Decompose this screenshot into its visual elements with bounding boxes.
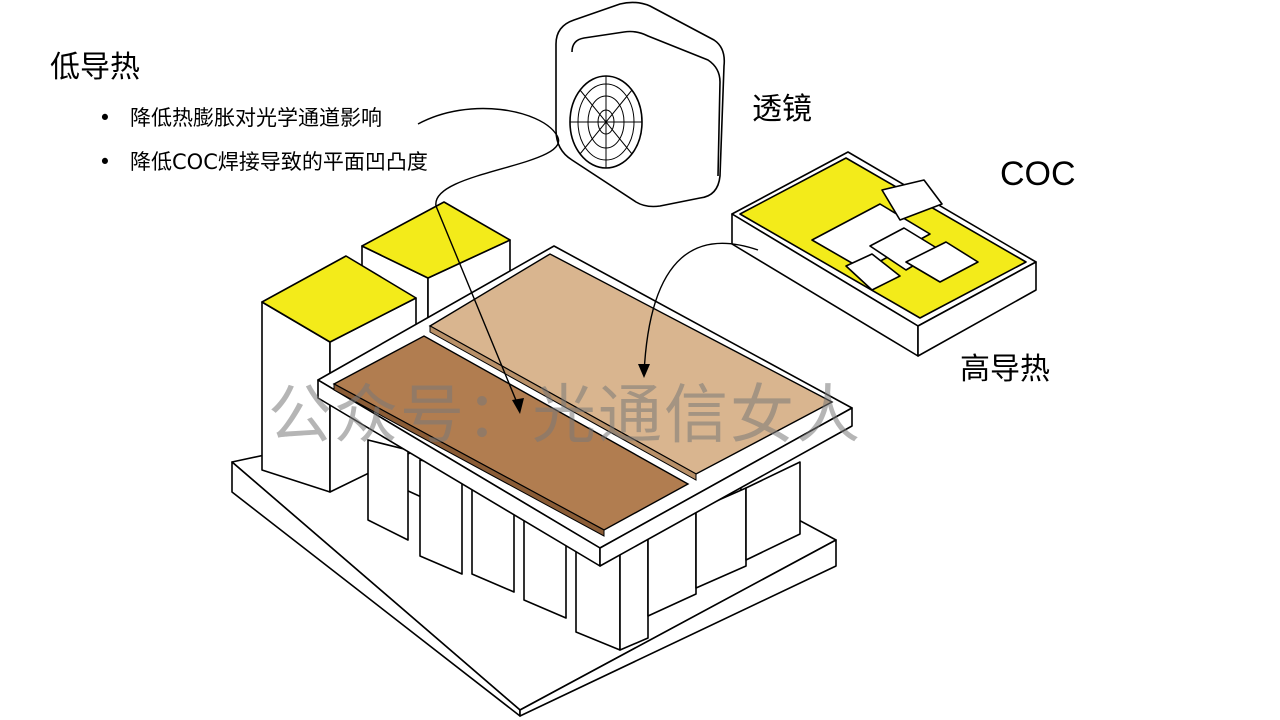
bullet-list: • 降低热膨胀对光学通道影响 • 降低COC焊接导致的平面凹凸度 (98, 104, 428, 192)
arrowhead-1 (512, 398, 524, 414)
lens-to-substrate-arrow (417, 107, 560, 411)
arrows (417, 107, 759, 411)
support-columns (367, 439, 801, 651)
coc-label: COC (1000, 155, 1076, 193)
arrowhead-2 (638, 364, 650, 378)
bullet-item: • 降低热膨胀对光学通道影响 (98, 104, 428, 132)
lens-label: 透镜 (752, 92, 812, 127)
bullet-text: 降低COC焊接导致的平面凹凸度 (130, 150, 428, 174)
bullet-item: • 降低COC焊接导致的平面凹凸度 (98, 148, 428, 176)
lens-block (555, 1, 726, 208)
bullet-text: 降低热膨胀对光学通道影响 (130, 106, 382, 130)
bullet-dot-icon: • (98, 150, 112, 174)
watermark: 公众号：光通信女人 (268, 379, 862, 453)
substrates (332, 253, 834, 537)
page-title: 低导热 (50, 50, 140, 85)
coc-chip (731, 151, 1037, 357)
bullet-dot-icon: • (98, 106, 112, 130)
high-conductivity-label: 高导热 (960, 352, 1050, 387)
coc-to-substrate-arrow (643, 242, 759, 375)
